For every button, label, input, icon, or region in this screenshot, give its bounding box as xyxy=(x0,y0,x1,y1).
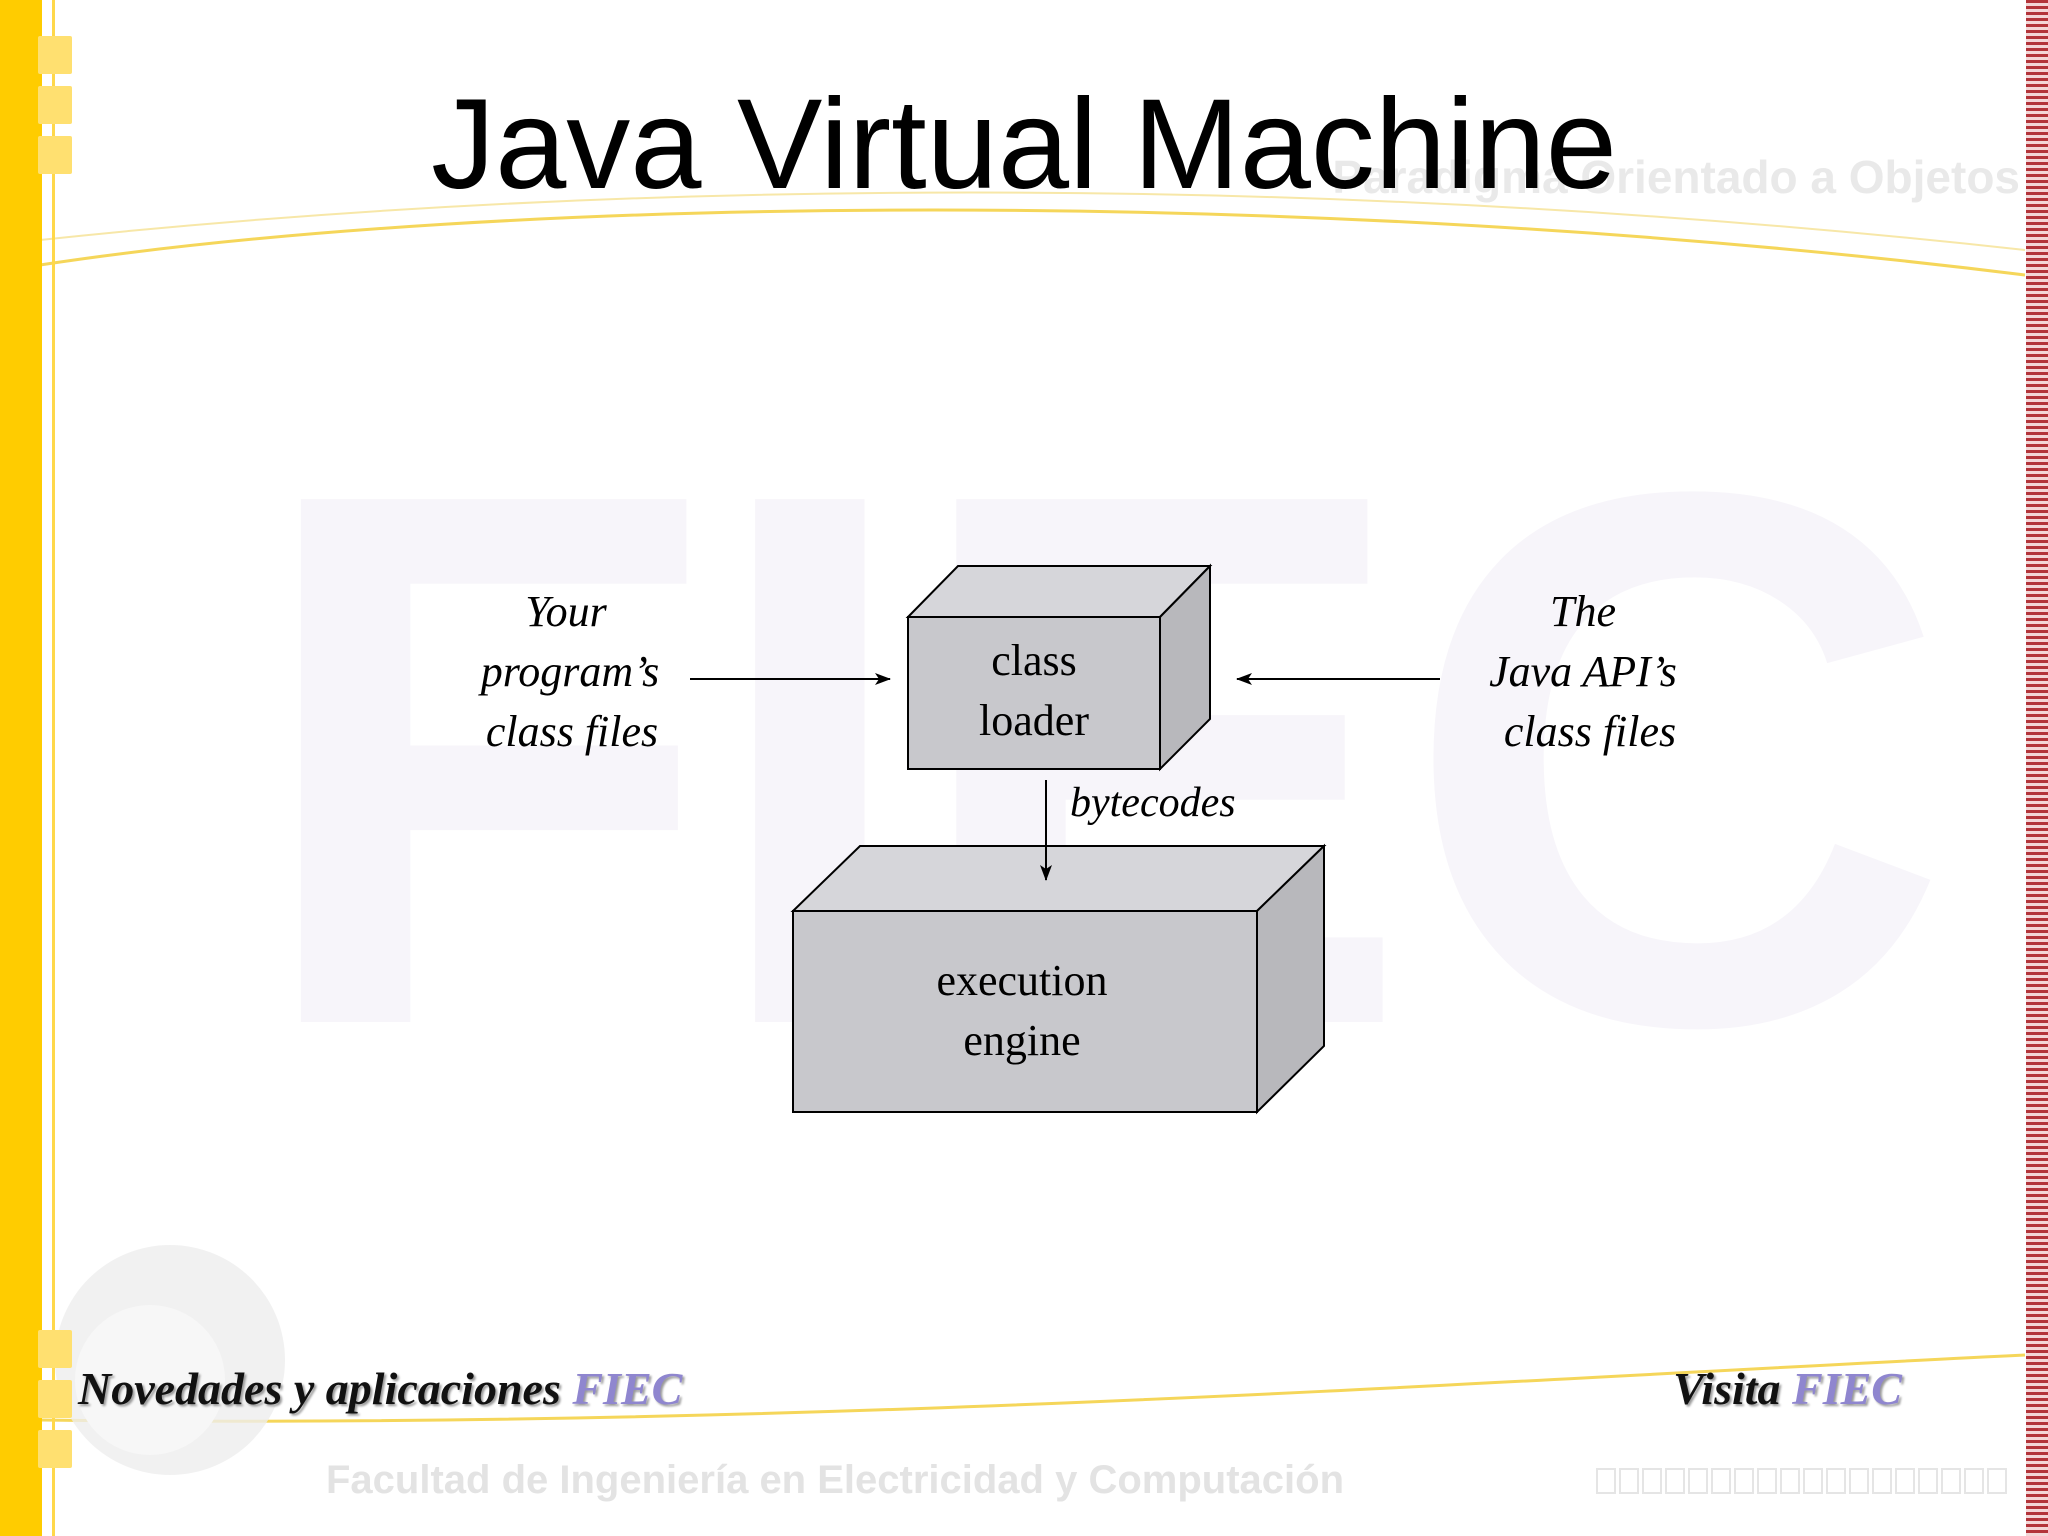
program-label-line3: class files xyxy=(486,707,658,756)
class-loader-label-line1: class xyxy=(991,636,1077,685)
left-accent-bar xyxy=(0,0,42,1536)
faculty-name: Facultad de Ingeniería en Electricidad y… xyxy=(326,1458,1345,1502)
api-label-line1: The xyxy=(1550,587,1616,636)
footer-left-text: Novedades y aplicaciones xyxy=(78,1363,573,1414)
footer-left: Novedades y aplicaciones FIEC xyxy=(78,1362,682,1415)
left-accent-line xyxy=(52,0,55,1536)
class-loader-box xyxy=(905,563,1213,772)
header-subtitle: Paradigma Orientado a Objetos xyxy=(1332,151,2020,203)
api-label-line3: class files xyxy=(1504,707,1676,756)
slide-title: Java Virtual Machine xyxy=(431,73,1617,216)
bytecodes-label: bytecodes xyxy=(1070,780,1236,826)
footer-left-accent: FIEC xyxy=(572,1363,683,1414)
execution-engine-label-line2: engine xyxy=(963,1016,1080,1065)
decorative-squares-row xyxy=(1596,1468,2007,1494)
class-loader-label-line2: loader xyxy=(979,696,1089,745)
left-squares-top xyxy=(38,36,72,186)
footer-right-accent: FIEC xyxy=(1792,1363,1902,1414)
execution-engine-label-line1: execution xyxy=(936,956,1107,1005)
api-label-line2: Java API’s xyxy=(1489,647,1677,696)
left-squares-bottom xyxy=(38,1330,72,1480)
program-label-line2: program’s xyxy=(478,647,660,696)
program-label-line1: Your xyxy=(525,587,607,636)
footer-right-text: Visita xyxy=(1673,1363,1793,1414)
right-striped-bar xyxy=(2026,0,2048,1536)
footer-right: Visita FIEC xyxy=(1673,1362,1902,1415)
execution-engine-box xyxy=(790,843,1327,1115)
